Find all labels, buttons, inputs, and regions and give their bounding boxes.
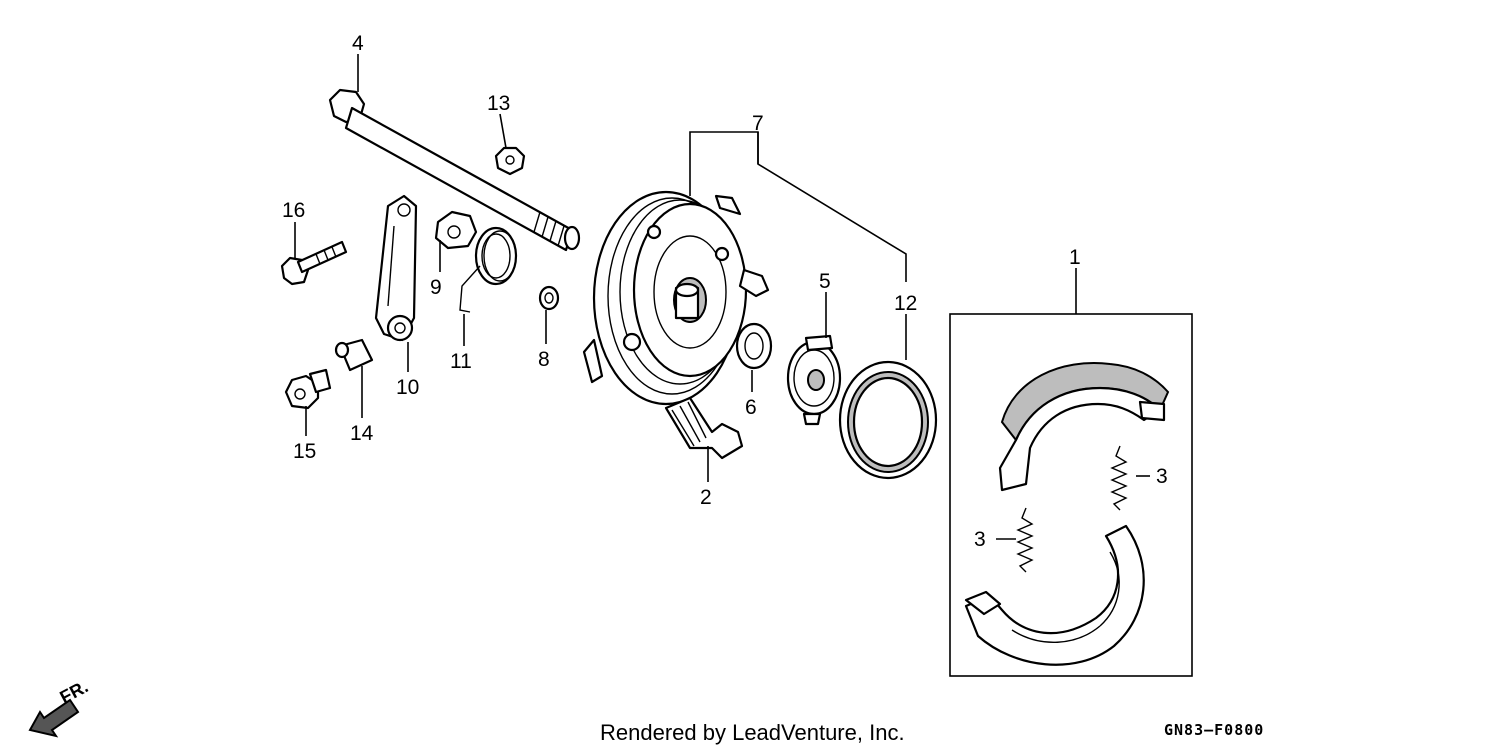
front-direction-label: FR.: [56, 676, 91, 707]
part-9-indicator[interactable]: [434, 210, 478, 250]
label-part-8: 8: [538, 348, 550, 371]
callouts: 4 13 16 9 11 10 8 14 15 7 6 2 5 12 1 3 3: [282, 32, 1168, 551]
part-10-brake-arm[interactable]: [374, 194, 418, 342]
part-2-cam[interactable]: [664, 396, 744, 460]
label-part-9: 9: [430, 276, 442, 299]
part-16-bolt[interactable]: [280, 240, 348, 286]
part-13-nut[interactable]: [494, 146, 526, 176]
render-credit: Rendered by LeadVenture, Inc.: [600, 720, 905, 745]
part-11-spring[interactable]: [459, 226, 518, 313]
label-part-13: 13: [487, 92, 510, 115]
part-4-axle[interactable]: [328, 88, 581, 252]
label-part-14: 14: [350, 422, 374, 445]
part-6-seal[interactable]: [735, 322, 773, 370]
label-part-11: 11: [450, 350, 472, 373]
label-part-3-lower: 3: [974, 528, 986, 551]
label-part-5: 5: [819, 270, 831, 293]
part-7-brake-panel[interactable]: [582, 190, 770, 406]
label-part-3-upper: 3: [1156, 465, 1168, 488]
diagram-code: GN83–F0800: [1164, 721, 1264, 739]
part-1-shoe-set[interactable]: [949, 313, 1193, 677]
label-part-16: 16: [282, 199, 305, 222]
part-12-seal-ring[interactable]: [838, 360, 938, 480]
label-part-6: 6: [745, 396, 757, 419]
part-15-nut[interactable]: [284, 368, 332, 410]
label-part-1: 1: [1069, 246, 1081, 269]
leader-lines: [294, 54, 1150, 540]
part-8-washer[interactable]: [538, 285, 560, 311]
label-part-7: 7: [752, 112, 764, 135]
part-14-collar[interactable]: [334, 338, 374, 372]
label-part-12: 12: [894, 292, 917, 315]
label-part-4: 4: [352, 32, 364, 55]
front-direction-arrow-icon: FR.: [28, 676, 91, 738]
label-part-10: 10: [396, 376, 419, 399]
part-5-dust-cover[interactable]: [786, 334, 842, 426]
label-part-2: 2: [700, 486, 712, 509]
label-part-15: 15: [293, 440, 316, 463]
